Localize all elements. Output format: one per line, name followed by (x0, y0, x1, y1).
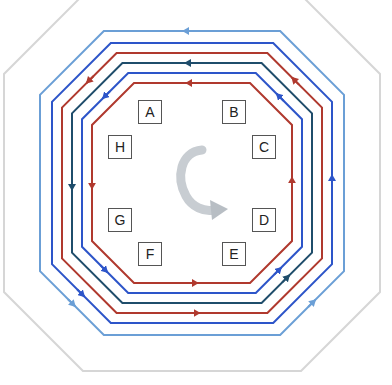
ring-arrow (91, 179, 93, 189)
letter-box: A (138, 100, 162, 124)
letter-box: C (252, 135, 276, 159)
ring-arrow (291, 177, 293, 187)
letter-box: B (222, 100, 246, 124)
ring-arrow (100, 265, 107, 272)
rotation-arrow (181, 150, 214, 210)
ring-arrow (188, 282, 198, 284)
ring-arrow (274, 268, 281, 275)
flow-ring (92, 83, 292, 283)
box-letter: H (115, 140, 125, 154)
ring-arrow (71, 180, 73, 190)
ring-arrow (282, 275, 289, 282)
box-letter: G (115, 213, 126, 227)
rotation-arrow-head (210, 200, 228, 220)
letter-box: D (252, 208, 276, 232)
box-letter: A (145, 105, 154, 119)
flow-ring (52, 43, 332, 323)
ring-arrow (185, 62, 195, 64)
ring-arrow (103, 91, 110, 98)
box-letter: D (259, 213, 269, 227)
ring-arrow (308, 300, 315, 307)
ring-arrow (87, 76, 94, 83)
ring-arrow (68, 299, 75, 306)
flow-ring (72, 63, 312, 303)
ring-arrow (331, 175, 333, 185)
ring-arrow (183, 30, 193, 32)
flow-ring (62, 53, 322, 313)
letter-box: G (108, 208, 132, 232)
ring-arrow (292, 78, 299, 85)
ring-arrow (277, 94, 284, 101)
flow-ring (40, 31, 344, 335)
box-letter: C (259, 140, 269, 154)
flow-ring (82, 73, 302, 293)
box-letter: E (229, 247, 238, 261)
outer-hull (4, 0, 380, 371)
ring-arrow (77, 289, 84, 296)
letter-box: E (222, 242, 246, 266)
box-letter: B (229, 105, 238, 119)
box-letter: F (146, 247, 155, 261)
letter-box: H (108, 135, 132, 159)
ring-arrow (186, 82, 196, 84)
ring-arrow (190, 312, 200, 314)
letter-box: F (138, 242, 162, 266)
